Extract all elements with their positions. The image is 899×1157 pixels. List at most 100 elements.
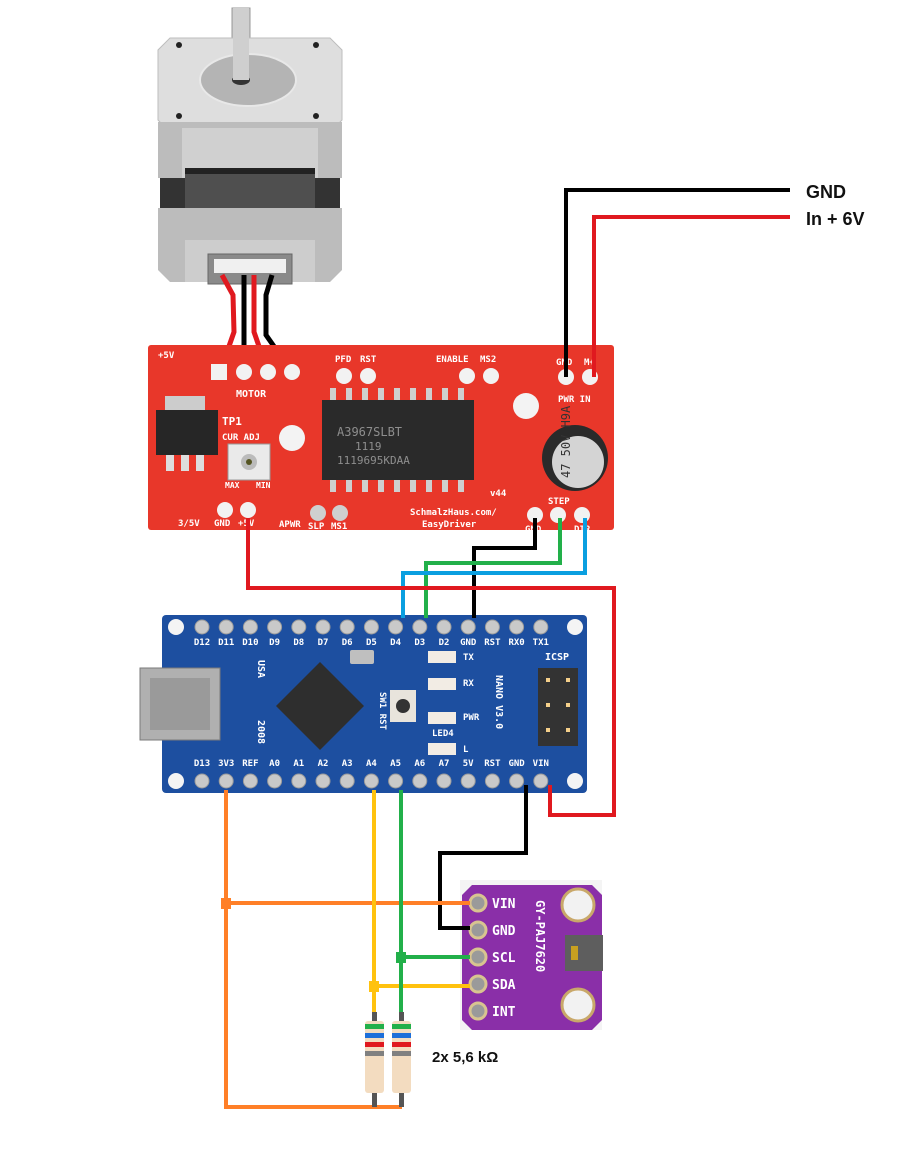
nano-pin-tx1 — [533, 619, 549, 635]
sensor-pin-int — [468, 1001, 488, 1021]
wire-5v-to-vin — [246, 518, 616, 817]
nano-pin-d6 — [339, 619, 355, 635]
pad-slp — [310, 505, 326, 521]
label-url2: EasyDriver — [422, 519, 477, 530]
label-led-l: L — [463, 745, 469, 755]
arduino-nano: ICSP NANO V3.0 USA 2008 SW1 RST TX RX PW… — [139, 615, 587, 793]
nano-pin-a7 — [436, 773, 452, 789]
pad-pfd — [336, 368, 352, 384]
nano-pin-d9 — [267, 619, 283, 635]
nano-pin-rst — [484, 773, 500, 789]
nano-pcb — [162, 615, 587, 793]
label-3-5v: 3/5V — [178, 519, 200, 529]
nano-pin-d8 — [291, 619, 307, 635]
nano-pin-a2 — [315, 773, 331, 789]
nano-pin-label: D5 — [366, 638, 377, 648]
nano-pin-label: GND — [460, 638, 477, 648]
label-led4: LED4 — [432, 729, 454, 739]
pad-enable — [459, 368, 475, 384]
label-tp1: TP1 — [222, 415, 242, 428]
nano-pin-ref — [242, 773, 258, 789]
nano-pin-label: D11 — [218, 638, 234, 648]
pad-ms2 — [483, 368, 499, 384]
sensor-mount-hole — [560, 987, 596, 1023]
nano-pin-label: REF — [242, 759, 258, 769]
led-rx — [428, 678, 456, 690]
nano-pin-label: D12 — [194, 638, 210, 648]
pad-ms1 — [332, 505, 348, 521]
nano-pin-a5 — [388, 773, 404, 789]
pad-bottom-gnd — [217, 502, 233, 518]
nano-pin-d7 — [315, 619, 331, 635]
label-ext-gnd: GND — [806, 182, 846, 202]
nano-pin-label: A0 — [269, 759, 280, 769]
label-url: SchmalzHaus.com/ — [410, 508, 497, 518]
capacitor-marking: 47 50V H9A — [559, 405, 573, 478]
nano-pin-label: A3 — [342, 759, 353, 769]
label-min: MIN — [256, 481, 271, 490]
pad-bottom-5v — [240, 502, 256, 518]
nano-pin-label: D13 — [194, 759, 210, 769]
icsp-header — [538, 668, 578, 746]
pad-signal-gnd — [527, 507, 543, 523]
nano-pin-label: D2 — [439, 638, 450, 648]
a3967-chip — [322, 400, 474, 480]
led-pwr — [428, 712, 456, 724]
label-sensor-name: GY-PAJ7620 — [533, 900, 547, 972]
label-cur-adj: CUR ADJ — [222, 433, 260, 443]
nano-pin-label: D7 — [318, 638, 329, 648]
label-ms2: MS2 — [480, 355, 496, 365]
wire-ed-gnd-to-nano-gnd — [472, 518, 537, 618]
wire-nano-gnd-to-sensor-gnd — [438, 785, 528, 930]
chip-marking-3: 1119695KDAA — [337, 454, 410, 467]
chip-marking-1: A3967SLBT — [337, 425, 402, 439]
nano-pin-label: TX1 — [533, 638, 549, 648]
label-board: NANO V3.0 — [493, 675, 504, 729]
wire-3v3-rail — [224, 790, 402, 1109]
nano-pin-label: A1 — [293, 759, 304, 769]
nano-pin-a1 — [291, 773, 307, 789]
sensor-pin-scl — [468, 947, 488, 967]
nano-pin-label: A6 — [414, 759, 425, 769]
nano-pin-rx0 — [509, 619, 525, 635]
wires — [224, 188, 790, 1109]
nano-pin-label: D4 — [390, 638, 401, 648]
label-ms1: MS1 — [331, 522, 347, 532]
nano-pin-d11 — [218, 619, 234, 635]
nano-pin-d3 — [412, 619, 428, 635]
label-bottom-gnd: GND — [214, 519, 231, 529]
nano-pin-label: A5 — [390, 759, 401, 769]
mount-hole — [513, 393, 539, 419]
label-ext-vin: In + 6V — [806, 209, 865, 229]
atmega-chip — [276, 662, 364, 750]
nano-pin-gnd — [509, 773, 525, 789]
led-tx — [428, 651, 456, 663]
nano-pin-d5 — [363, 619, 379, 635]
nano-pin-label: D3 — [414, 638, 425, 648]
resistor-sda — [365, 1012, 384, 1107]
label-version: v44 — [490, 489, 507, 499]
label-icsp: ICSP — [545, 652, 569, 663]
label-step: STEP — [548, 497, 570, 507]
nano-pin-label: VIN — [533, 759, 549, 769]
easydriver-board: A3967SLBT 1119 1119695KDAA 47 50V H9A — [148, 345, 614, 535]
resistor-scl — [392, 1012, 411, 1107]
motor-header — [211, 364, 300, 380]
junction-scl — [396, 952, 406, 963]
nano-pin-label: RST — [484, 759, 501, 769]
label-max: MAX — [225, 481, 240, 490]
nano-pin-d13 — [194, 773, 210, 789]
sensor-pin-label: INT — [492, 1005, 516, 1020]
label-led-tx: TX — [463, 653, 474, 663]
nano-pin-rst — [484, 619, 500, 635]
junction-sda — [369, 981, 379, 992]
label-pwr-in: PWR IN — [558, 395, 591, 405]
sensor-pin-label: SDA — [492, 978, 516, 993]
nano-pin-label: D10 — [242, 638, 258, 648]
nano-pin-label: RX0 — [508, 638, 524, 648]
stepper-motor — [157, 7, 343, 285]
